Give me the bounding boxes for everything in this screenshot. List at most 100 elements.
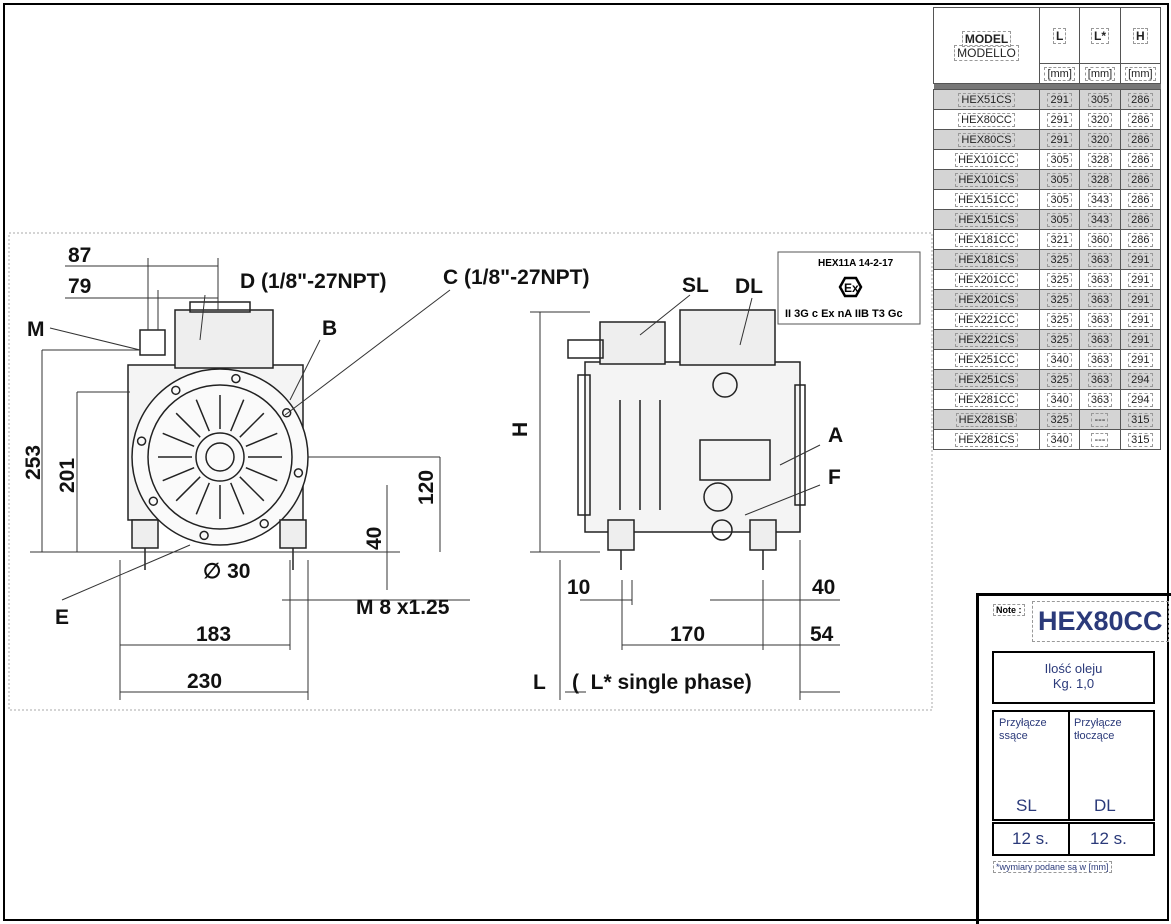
connection-size-box: 12 s. 12 s.: [992, 822, 1155, 856]
bolt: [148, 496, 159, 506]
model-cell: HEX281CC: [933, 389, 1040, 410]
ex-marking-box: HEX11A 14-2-17 Ex II 3G c Ex nA IIB T3 G…: [777, 251, 921, 325]
oil-label: Ilość oleju: [1044, 661, 1103, 676]
fan-rib: [239, 412, 265, 438]
l-cell: 325: [1038, 249, 1081, 270]
model-cell: HEX80CC: [933, 109, 1040, 130]
h-cell: 286: [1119, 89, 1162, 110]
lstar-cell: 328: [1079, 169, 1121, 190]
lstar-cell: 363: [1079, 249, 1121, 270]
lstar-cell: 328: [1079, 149, 1121, 170]
model-cell: HEX251CS: [933, 369, 1040, 390]
label-a: A: [828, 424, 843, 447]
compressor-front-view: [127, 301, 309, 570]
ex-hexagon-icon: [838, 276, 863, 298]
lstar-cell: 363: [1079, 389, 1121, 410]
model-cell: HEX80CS: [933, 129, 1040, 150]
l-cell: 305: [1038, 189, 1081, 210]
lstar-cell: 363: [1079, 369, 1121, 390]
units-footnote: *wymiary podane są w [mm]: [993, 861, 1112, 873]
unit-lstar: [mm]: [1084, 66, 1116, 81]
drawing-area-border: [8, 232, 933, 711]
unit-l: [mm]: [1044, 66, 1075, 81]
fan-rib: [175, 412, 201, 438]
h-cell: 294: [1119, 369, 1162, 390]
ex-code: HEX11A 14-2-17: [818, 258, 894, 269]
h-cell: 286: [1119, 149, 1162, 170]
fan-rib: [245, 467, 278, 482]
fan-rib: [195, 399, 210, 432]
dim-230: 230: [187, 670, 222, 693]
bolt: [231, 373, 241, 384]
label-sl: SL: [682, 274, 709, 297]
l-cell: 325: [1038, 269, 1081, 290]
h-cell: 315: [1119, 429, 1162, 450]
lstar-cell: 343: [1079, 189, 1121, 210]
label-b: B: [322, 317, 337, 340]
label-e: E: [55, 606, 69, 629]
lstar-cell: ---: [1079, 409, 1121, 430]
dim-thread: M 8 x1.25: [356, 596, 450, 619]
header-lstar: L*: [1090, 27, 1109, 44]
dimension-lines: [30, 258, 840, 700]
h-cell: 286: [1119, 169, 1162, 190]
l-cell: 325: [1038, 309, 1081, 330]
header-modello: MODELLO: [954, 44, 1019, 61]
l-cell: 325: [1038, 329, 1081, 350]
label-dl: DL: [735, 275, 763, 298]
fan-rib: [239, 476, 265, 502]
model-cell: HEX181CS: [933, 249, 1040, 270]
oil-quantity-box: Ilość oleju Kg. 1,0: [992, 651, 1155, 704]
l-cell: 340: [1038, 349, 1081, 370]
dim-h: H: [509, 422, 532, 437]
label-d-connection: D (1/8"-27NPT): [240, 270, 387, 293]
h-cell: 291: [1119, 349, 1162, 370]
h-cell: 286: [1119, 189, 1162, 210]
model-cell: HEX101CS: [933, 169, 1040, 190]
l-cell: 305: [1038, 169, 1081, 190]
bolt: [199, 530, 209, 541]
lstar-cell: 320: [1079, 109, 1121, 130]
dim-40-side: 40: [812, 576, 835, 599]
l-cell: 321: [1038, 229, 1081, 250]
bolt: [171, 385, 181, 396]
h-cell: 294: [1119, 389, 1162, 410]
lstar-cell: 363: [1079, 349, 1121, 370]
lstar-cell: 305: [1079, 89, 1121, 110]
lstar-cell: 363: [1079, 329, 1121, 350]
model-cell: HEX151CC: [933, 189, 1040, 210]
lstar-cell: 320: [1079, 129, 1121, 150]
bolt: [281, 408, 292, 418]
l-cell: 305: [1038, 149, 1081, 170]
model-cell: HEX251CC: [933, 349, 1040, 370]
ex-class: II 3G c Ex nA IIB T3 Gc: [785, 308, 903, 320]
model-cell: HEX151CS: [933, 209, 1040, 230]
model-cell: HEX201CC: [933, 269, 1040, 290]
fan-rib: [230, 399, 245, 432]
oil-value: Kg. 1,0: [1052, 676, 1095, 691]
suction-code: SL: [1016, 796, 1037, 815]
l-cell: 325: [1038, 289, 1081, 310]
fan-rib: [230, 482, 245, 515]
l-cell: 291: [1038, 89, 1081, 110]
discharge-code: DL: [1094, 796, 1116, 815]
model-cell: HEX101CC: [933, 149, 1040, 170]
lstar-cell: ---: [1079, 429, 1121, 450]
discharge-size: 12 s.: [1090, 829, 1127, 848]
label-f: F: [828, 466, 841, 489]
